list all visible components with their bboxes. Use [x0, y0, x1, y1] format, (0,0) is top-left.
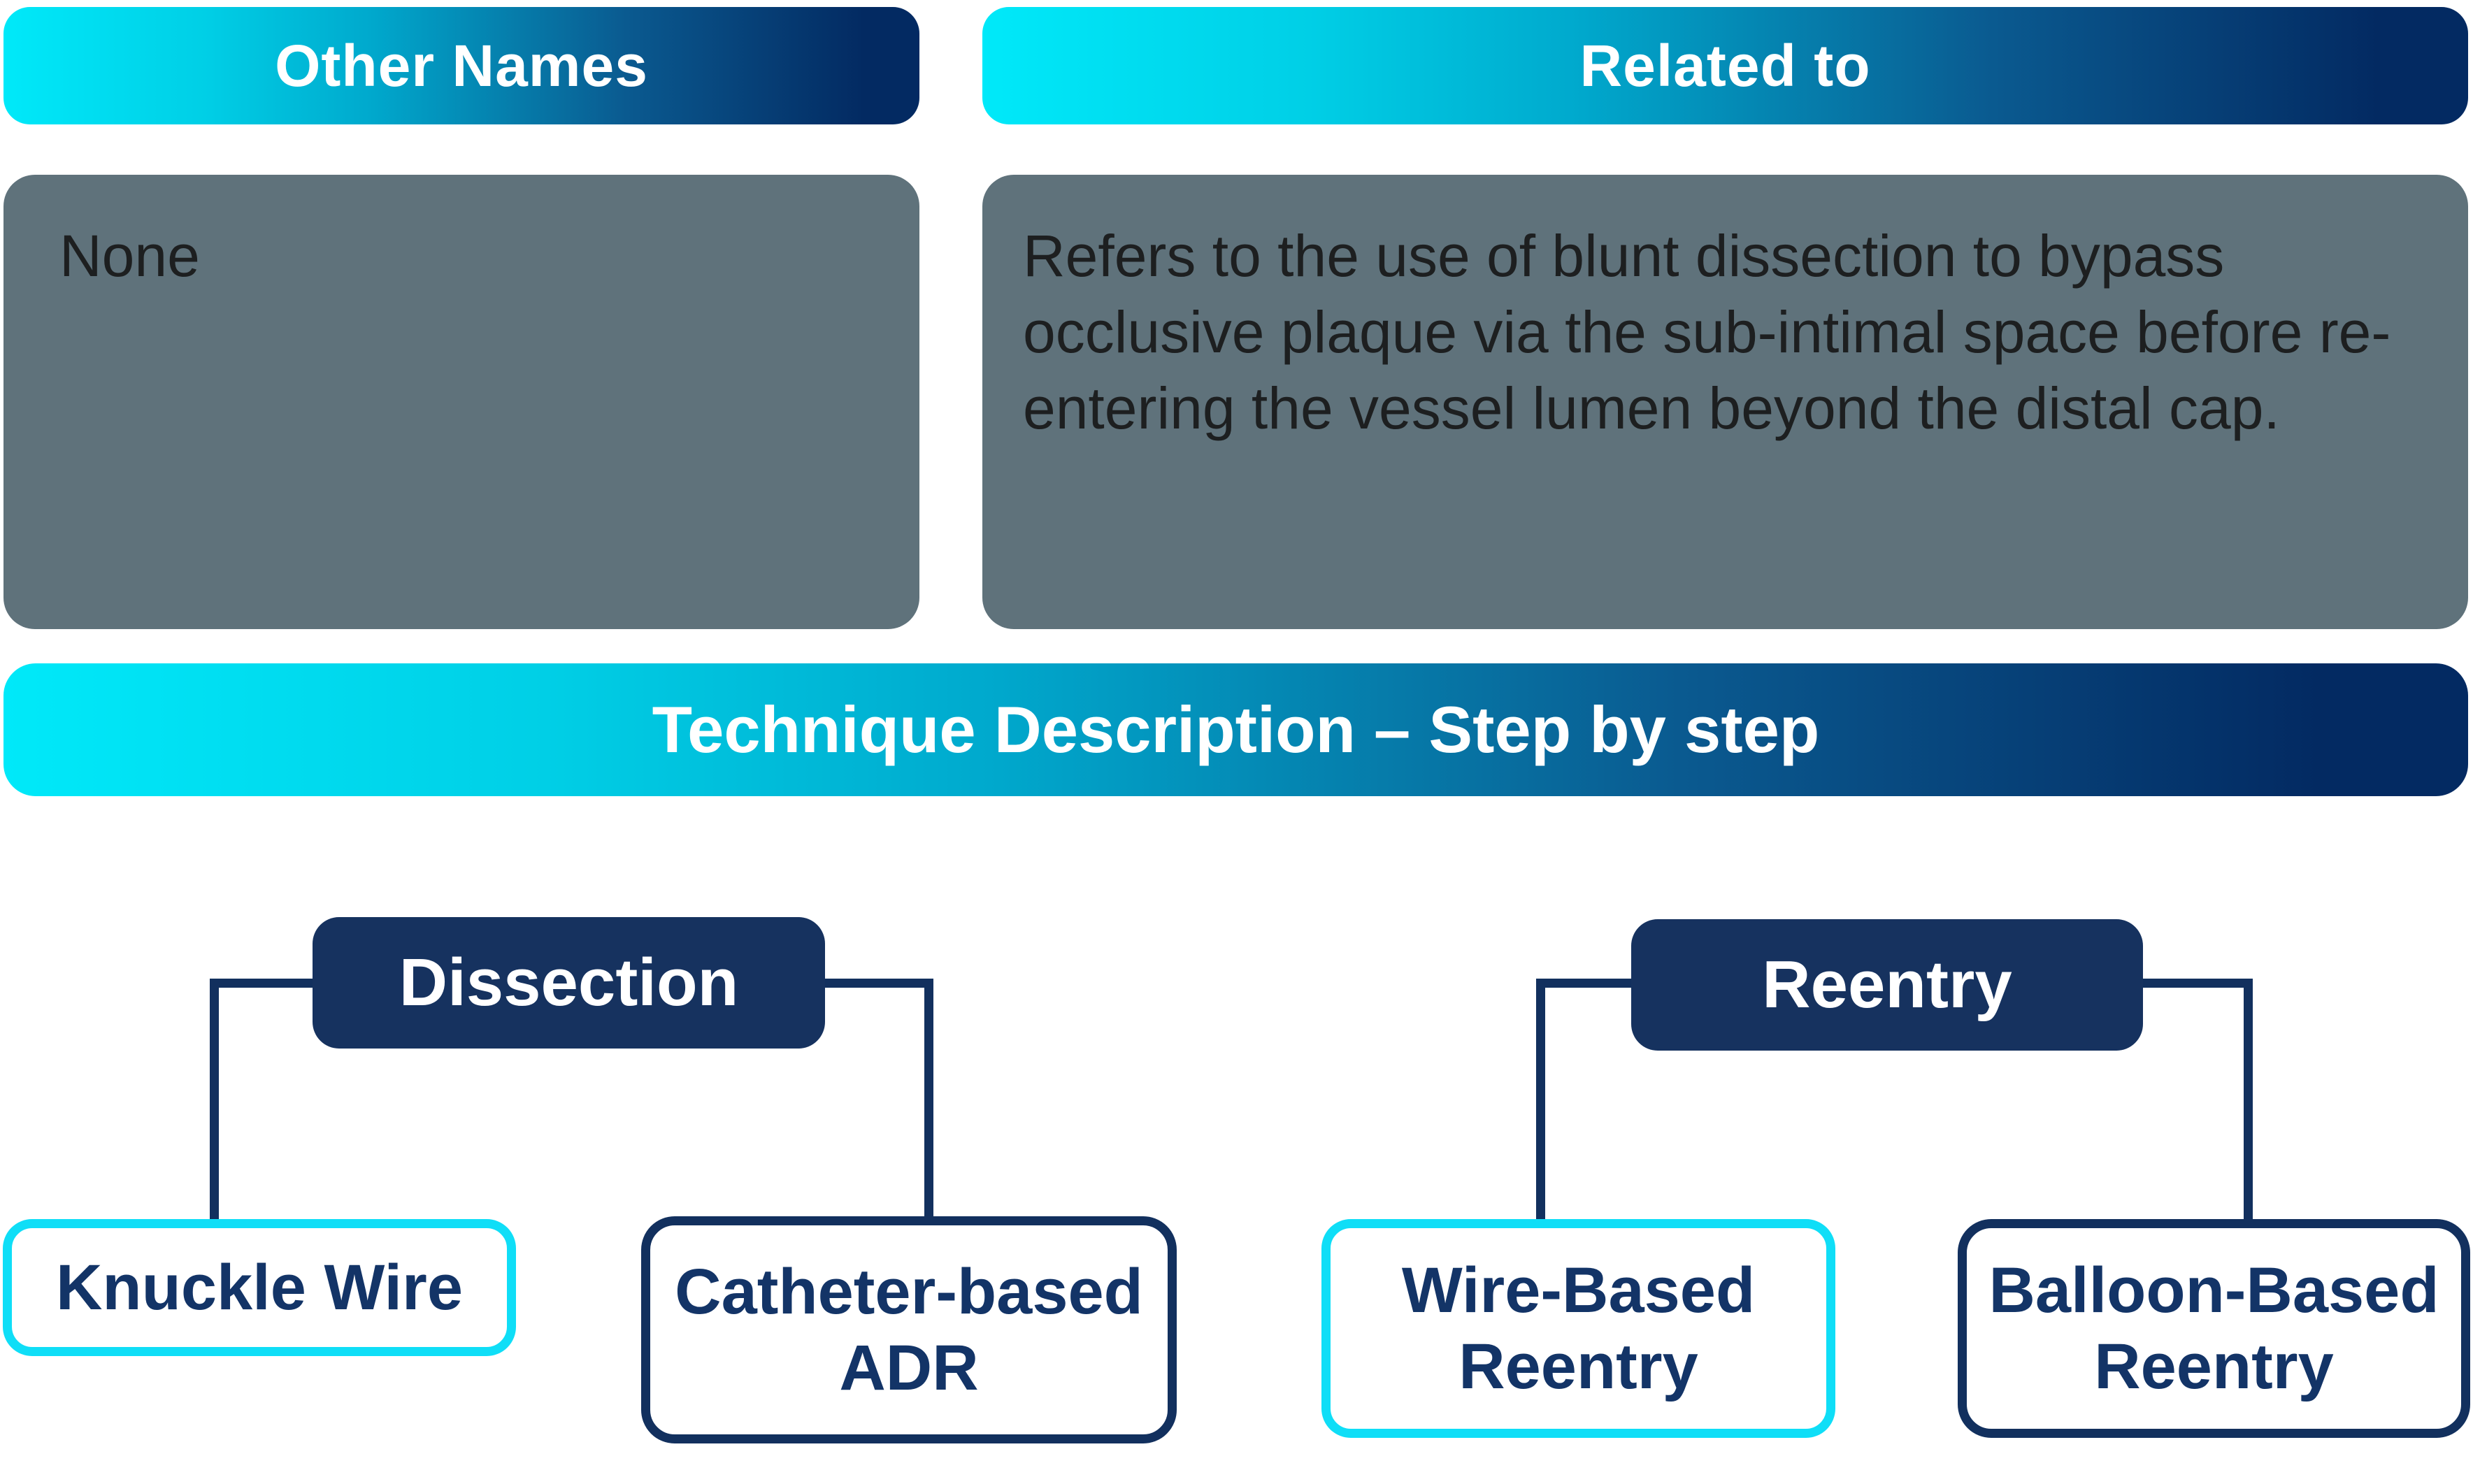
node-dissection: Dissection — [313, 917, 825, 1049]
other-names-header: Other Names — [3, 7, 919, 124]
node-knuckle-wire: Knuckle Wire — [3, 1219, 516, 1356]
connector-dissection-to-knuckle-wire — [210, 979, 322, 1223]
related-to-title: Related to — [1579, 32, 1871, 99]
node-balloon-based-reentry-label: Balloon-Based Reentry — [1988, 1254, 2439, 1402]
node-balloon-based-reentry: Balloon-Based Reentry — [1958, 1219, 2470, 1438]
related-to-panel: Refers to the use of blunt dissection to… — [982, 175, 2468, 629]
node-knuckle-wire-label: Knuckle Wire — [55, 1251, 463, 1323]
connector-reentry-to-balloon-based — [2136, 979, 2253, 1223]
other-names-body-text: None — [59, 223, 200, 289]
technique-description-banner: Technique Description – Step by step — [3, 663, 2468, 796]
node-catheter-based-adr-label: Catheter-based ADR — [675, 1255, 1143, 1404]
technique-description-title: Technique Description – Step by step — [652, 693, 1820, 766]
node-reentry: Reentry — [1631, 919, 2143, 1051]
related-to-body-text: Refers to the use of blunt dissection to… — [1023, 223, 2391, 442]
node-catheter-based-adr: Catheter-based ADR — [641, 1216, 1177, 1443]
node-reentry-label: Reentry — [1762, 947, 2012, 1022]
connector-dissection-to-catheter-adr — [818, 979, 933, 1220]
node-dissection-label: Dissection — [399, 945, 739, 1020]
node-wire-based-reentry: Wire-Based Reentry — [1321, 1219, 1835, 1438]
node-wire-based-reentry-label: Wire-Based Reentry — [1401, 1254, 1756, 1402]
related-to-header: Related to — [982, 7, 2468, 124]
connector-reentry-to-wire-based — [1536, 979, 1641, 1223]
other-names-panel: None — [3, 175, 919, 629]
other-names-title: Other Names — [275, 32, 648, 99]
